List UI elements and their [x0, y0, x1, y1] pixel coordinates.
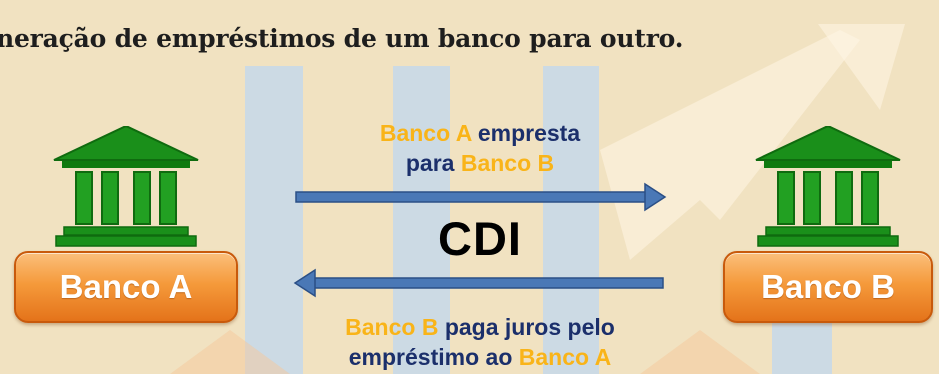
bank-building-icon: [755, 126, 901, 247]
interest-caption: Banco B paga juros pelo empréstimo ao Ba…: [270, 312, 690, 372]
caption-bank-name: Banco A: [518, 344, 612, 370]
caption-text: empréstimo ao: [348, 344, 519, 370]
cdi-label: CDI: [438, 212, 522, 265]
bank-a-button: Banco A: [14, 251, 238, 323]
loan-caption: Banco A empresta para Banco B: [300, 118, 660, 178]
arrow-right-icon: [295, 182, 667, 212]
bank-b-button: Banco B: [723, 251, 933, 323]
caption-bank-name: Banco B: [460, 150, 555, 176]
bank-a: Banco A: [14, 126, 238, 323]
bank-b: Banco B: [723, 126, 933, 323]
caption-text: para: [405, 150, 461, 176]
arrow-left-icon: [293, 268, 664, 298]
caption-text: empresta: [471, 120, 581, 146]
caption-bank-name: Banco A: [379, 120, 472, 146]
page-heading: neração de empréstimos de um banco para …: [0, 24, 684, 53]
caption-text: paga juros pelo: [438, 314, 615, 340]
caption-bank-name: Banco B: [345, 314, 439, 340]
bank-building-icon: [53, 126, 199, 247]
